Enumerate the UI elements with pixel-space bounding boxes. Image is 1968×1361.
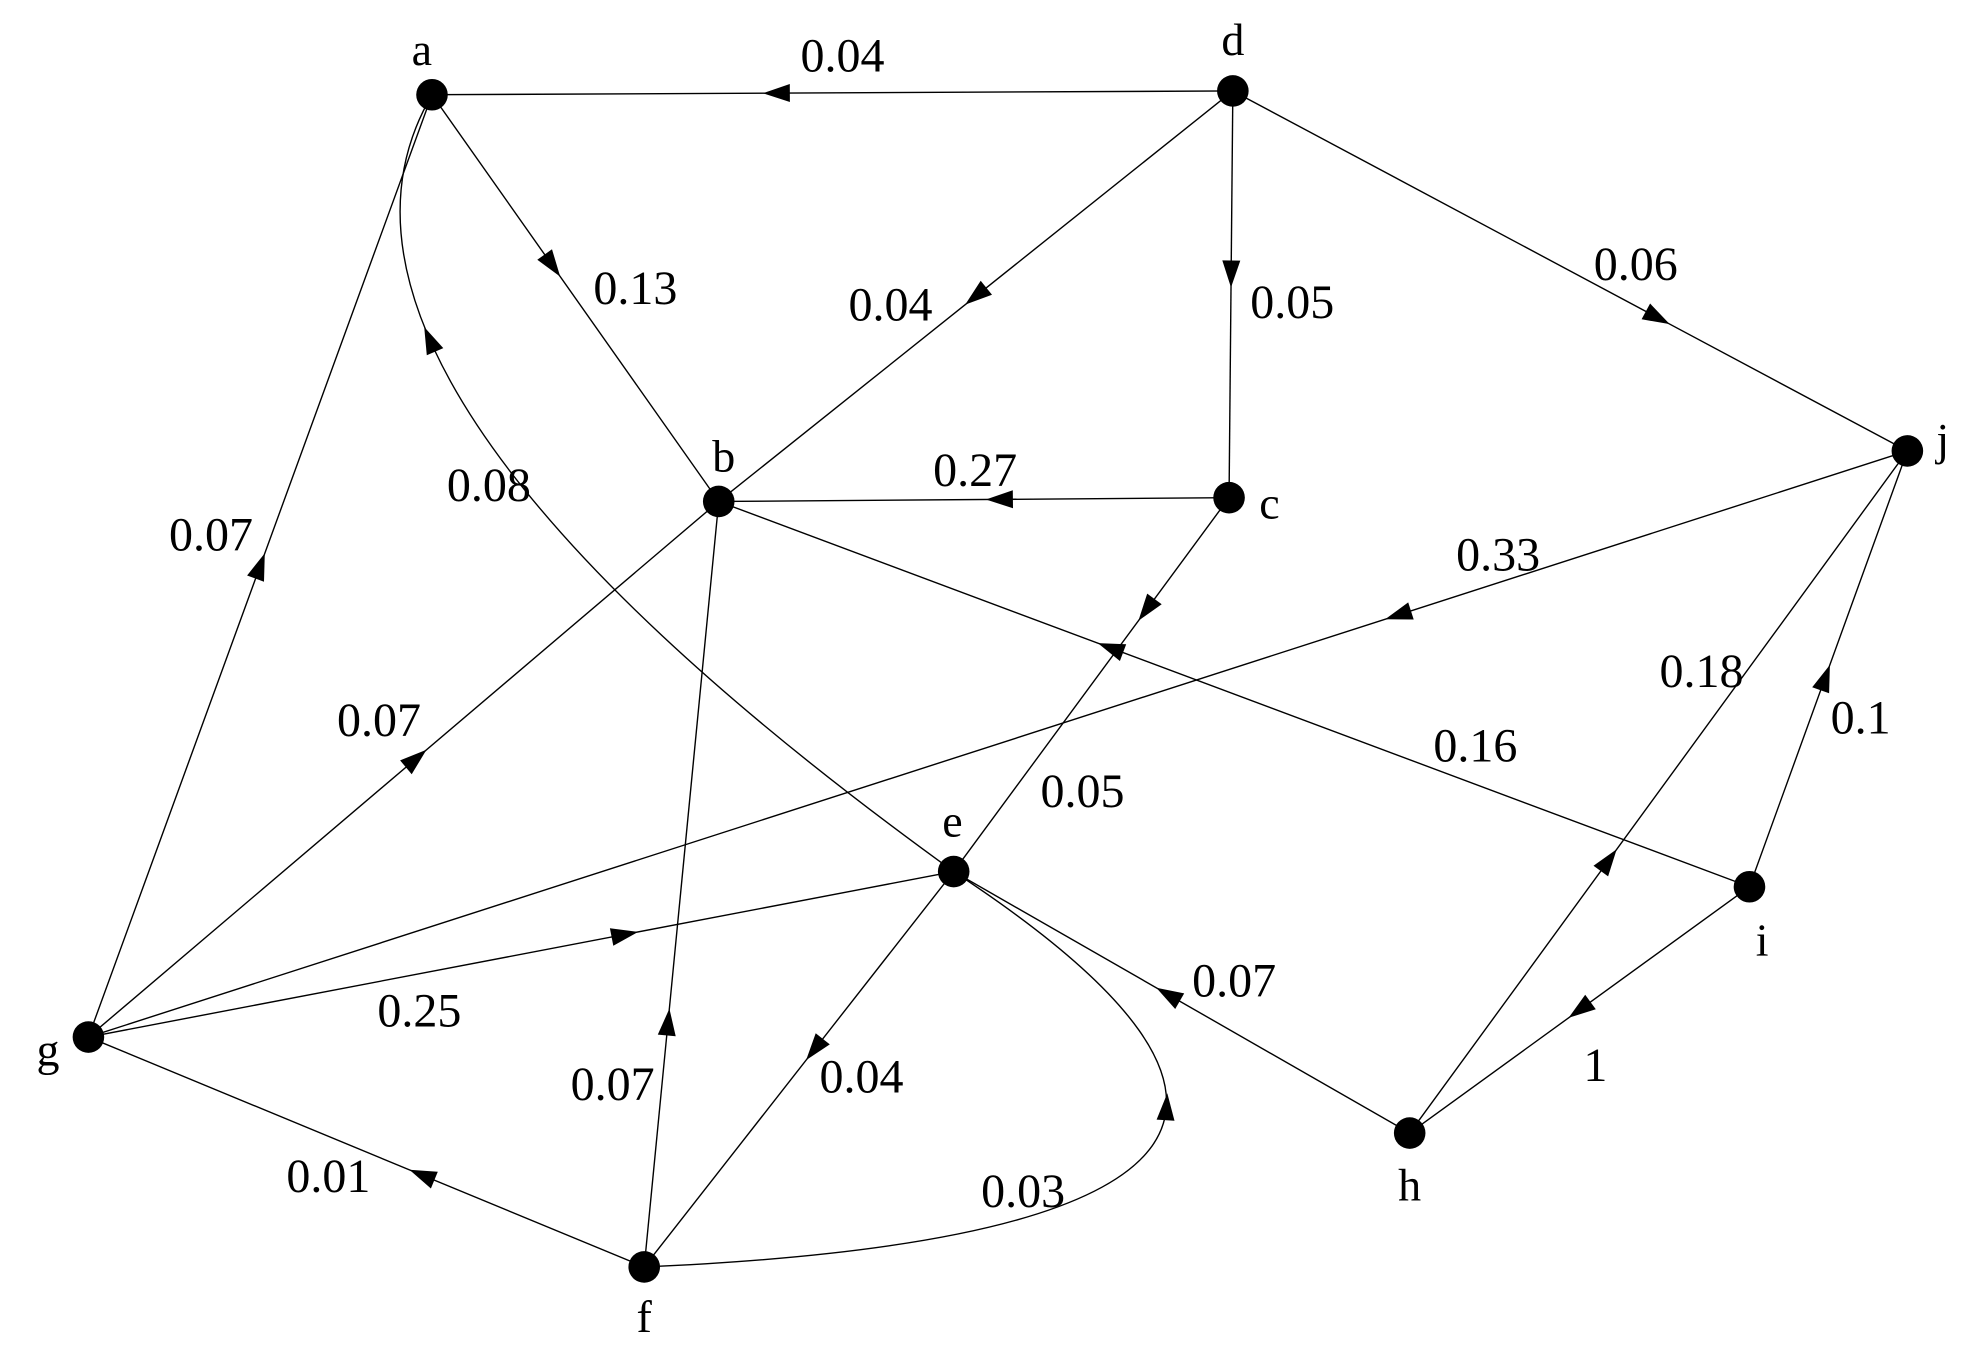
edge-f-b bbox=[643, 501, 720, 1268]
edge-c-e-arrowhead bbox=[1138, 593, 1162, 621]
edge-g-a-arrowhead bbox=[247, 553, 265, 582]
edge-weight-i-b: 0.16 bbox=[1433, 719, 1517, 772]
edge-e-f-arrowhead bbox=[806, 1033, 830, 1061]
edge-i-j-arrowhead bbox=[1812, 664, 1830, 694]
edge-weight-d-b: 0.04 bbox=[849, 278, 933, 331]
edge-f-g bbox=[88, 1036, 645, 1268]
node-g bbox=[72, 1021, 105, 1053]
node-label-j: j bbox=[1934, 414, 1949, 465]
node-label-i: i bbox=[1756, 914, 1769, 965]
edge-weight-a-b: 0.13 bbox=[593, 262, 677, 315]
edge-weight-e-f: 0.04 bbox=[819, 1050, 903, 1103]
edge-d-c-arrowhead bbox=[1222, 260, 1241, 288]
edge-weight-h-j: 0.18 bbox=[1659, 645, 1743, 698]
edge-c-e bbox=[953, 497, 1230, 872]
edge-a-b bbox=[431, 94, 720, 502]
edge-d-a-arrowhead bbox=[762, 84, 790, 102]
edge-j-g bbox=[88, 450, 1908, 1038]
edge-h-e-arrowhead bbox=[1156, 987, 1185, 1009]
edge-weight-g-e: 0.25 bbox=[377, 985, 461, 1038]
edge-f-e bbox=[644, 870, 1168, 1268]
edge-g-b-arrowhead bbox=[400, 749, 427, 775]
edge-g-b bbox=[87, 500, 720, 1038]
node-d bbox=[1217, 75, 1249, 107]
node-h bbox=[1393, 1117, 1426, 1149]
edge-e-a-arrowhead bbox=[424, 327, 444, 356]
edge-f-g-arrowhead bbox=[409, 1169, 438, 1189]
edge-weight-i-j: 0.1 bbox=[1831, 692, 1891, 745]
node-j bbox=[1891, 435, 1924, 467]
edge-a-b-arrowhead bbox=[537, 249, 561, 277]
node-e bbox=[937, 855, 970, 888]
edge-d-j bbox=[1232, 90, 1908, 452]
node-label-f: f bbox=[637, 1291, 653, 1342]
node-f bbox=[628, 1251, 660, 1283]
node-label-b: b bbox=[712, 431, 735, 482]
edge-weight-f-g: 0.01 bbox=[286, 1150, 370, 1203]
edge-weight-j-g: 0.33 bbox=[1456, 529, 1540, 582]
edge-h-j bbox=[1409, 450, 1908, 1134]
edge-weight-c-b: 0.27 bbox=[933, 444, 1017, 497]
edge-weight-h-e: 0.07 bbox=[1192, 954, 1276, 1007]
edge-h-e bbox=[953, 870, 1411, 1134]
edge-weight-e-a: 0.08 bbox=[447, 459, 531, 512]
edge-weight-d-c: 0.05 bbox=[1250, 276, 1334, 329]
edge-c-b-arrowhead bbox=[985, 490, 1013, 509]
edge-weight-f-b: 0.07 bbox=[571, 1058, 655, 1111]
edge-d-j-arrowhead bbox=[1641, 303, 1670, 325]
edge-weight-f-e: 0.03 bbox=[981, 1165, 1065, 1218]
edge-g-e bbox=[88, 870, 954, 1038]
edge-weight-g-b: 0.07 bbox=[337, 694, 421, 747]
node-label-d: d bbox=[1221, 14, 1244, 65]
edge-weight-g-a: 0.07 bbox=[169, 508, 253, 561]
edge-e-f bbox=[643, 871, 955, 1268]
edge-weight-i-h: 1 bbox=[1583, 1039, 1607, 1092]
node-a bbox=[416, 78, 448, 111]
edge-f-e-arrowhead bbox=[1156, 1093, 1175, 1121]
edge-g-e-arrowhead bbox=[609, 928, 639, 946]
node-b bbox=[702, 485, 735, 518]
edge-f-b-arrowhead bbox=[657, 1008, 676, 1037]
edge-d-c bbox=[1228, 90, 1234, 498]
node-c bbox=[1213, 481, 1245, 514]
edge-weight-d-j: 0.06 bbox=[1594, 238, 1678, 291]
edge-i-h-arrowhead bbox=[1568, 994, 1596, 1018]
edge-e-a bbox=[399, 94, 955, 873]
edge-d-a bbox=[431, 90, 1233, 96]
edge-i-b bbox=[718, 500, 1750, 888]
edge-j-g-arrowhead bbox=[1385, 602, 1414, 620]
edge-i-b-arrowhead bbox=[1097, 643, 1127, 661]
node-label-a: a bbox=[412, 24, 432, 75]
node-label-h: h bbox=[1398, 1159, 1421, 1210]
edge-h-j-arrowhead bbox=[1593, 849, 1617, 877]
edge-d-b-arrowhead bbox=[965, 280, 992, 305]
edge-weight-c-e: 0.05 bbox=[1041, 765, 1125, 818]
edge-c-b bbox=[718, 496, 1230, 503]
node-label-c: c bbox=[1259, 477, 1279, 528]
node-label-g: g bbox=[37, 1024, 60, 1075]
node-i bbox=[1733, 870, 1766, 903]
edge-weight-d-a: 0.04 bbox=[801, 30, 885, 83]
node-label-e: e bbox=[942, 796, 962, 847]
